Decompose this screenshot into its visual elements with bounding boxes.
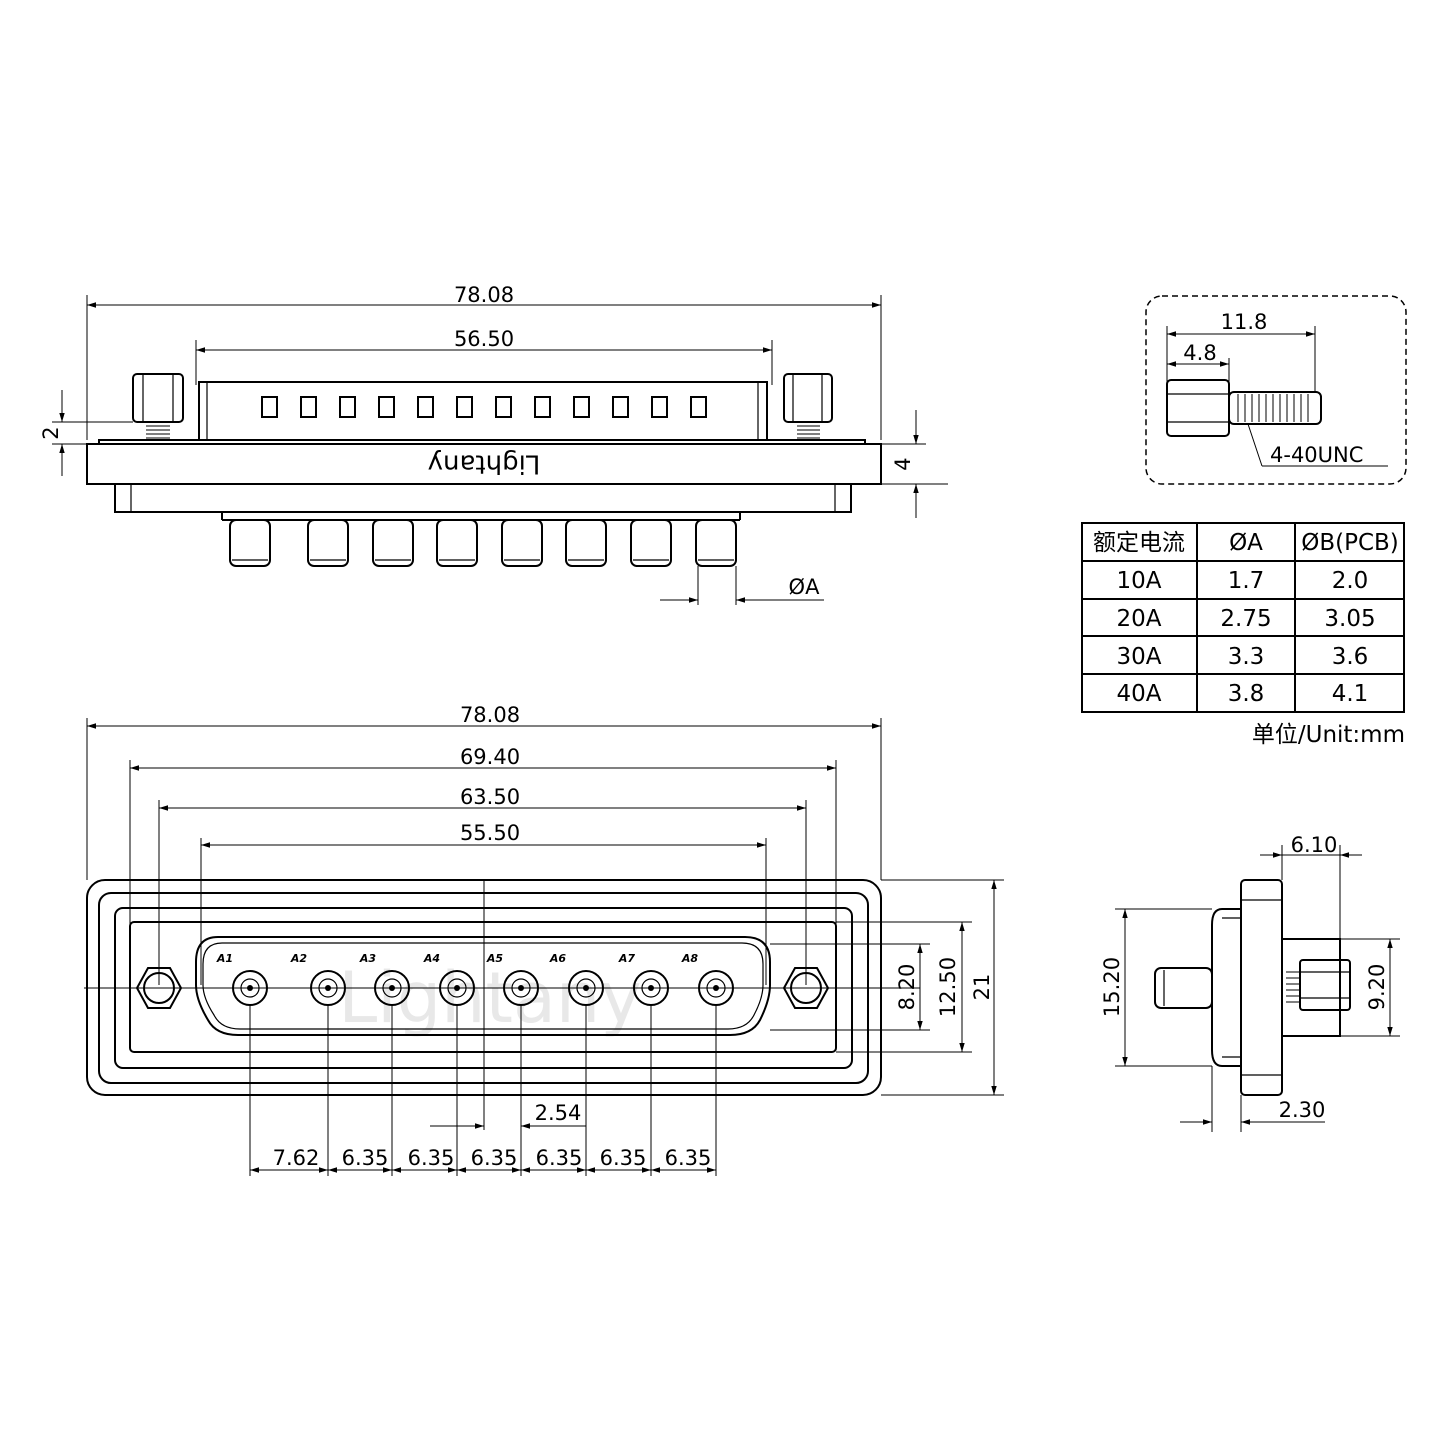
- front-watermark: Lightany: [338, 957, 641, 1039]
- dim-side-depth-bottom: 2.30: [1279, 1098, 1326, 1122]
- dim-top-gap: 2: [39, 426, 63, 439]
- dim-pitch: 7.62: [273, 1146, 320, 1170]
- table-header-pin-dia: ØA: [1229, 530, 1263, 556]
- dim-pitch: 6.35: [408, 1146, 455, 1170]
- screw-thread-spec: 4-40UNC: [1270, 443, 1363, 467]
- front-pin-labels: A1 A2 A3 A4 A5 A6 A7 A8: [216, 952, 699, 965]
- right-hex-post: [783, 373, 833, 439]
- dim-pitch: 6.35: [665, 1146, 712, 1170]
- top-contact-windows: [261, 396, 707, 418]
- dim-pitch: 6.35: [471, 1146, 518, 1170]
- pin-label: A1: [216, 952, 233, 965]
- side-thread: [1286, 971, 1300, 1003]
- pin-label: A3: [359, 952, 377, 965]
- dim-front-inner-height: 8.20: [895, 964, 919, 1011]
- front-view: 78.08 69.40 63.50 55.50 Lightany: [84, 703, 1004, 1176]
- table-cell: 3.8: [1228, 681, 1265, 707]
- dim-front-overall: 78.08: [460, 703, 520, 727]
- side-view: 6.10 15.20 9.20 2.30: [1100, 833, 1400, 1132]
- dim-front-shell: 55.50: [460, 821, 520, 845]
- table-cell: 4.1: [1332, 681, 1369, 707]
- table-cell: 2.0: [1332, 568, 1369, 594]
- pin-label: A5: [486, 952, 504, 965]
- dim-screw-hex: 4.8: [1183, 341, 1216, 365]
- top-pin-terminals: [229, 519, 737, 567]
- dim-pitch: 6.35: [600, 1146, 647, 1170]
- table-cell: 3.6: [1332, 644, 1369, 670]
- dim-top-overall: 78.08: [454, 283, 514, 307]
- pin-label: A4: [423, 952, 440, 965]
- screw-detail: 11.8 4.8 4-40UNC: [1145, 295, 1407, 485]
- dim-front-hole-center: 63.50: [460, 785, 520, 809]
- table-cell: 2.75: [1220, 606, 1271, 632]
- dim-screw-length: 11.8: [1221, 310, 1268, 334]
- dim-front-overall-height: 21: [970, 974, 994, 1001]
- dim-side-depth-top: 6.10: [1291, 833, 1338, 857]
- dim-front-offset: 2.54: [535, 1101, 582, 1125]
- dim-front-hole-outer: 69.40: [460, 745, 520, 769]
- table-cell: 40A: [1116, 681, 1161, 707]
- pin-label: A7: [618, 952, 636, 965]
- pin-label: A8: [681, 952, 699, 965]
- dim-top-flange: 4: [891, 457, 915, 470]
- left-hex-post: [132, 373, 184, 439]
- pin-label: A2: [290, 952, 308, 965]
- dim-top-body: 56.50: [454, 327, 514, 351]
- pin-label: A6: [549, 952, 567, 965]
- table-cell: 20A: [1116, 606, 1161, 632]
- table-cell: 10A: [1116, 568, 1161, 594]
- table-cell: 1.7: [1228, 568, 1265, 594]
- dim-side-hex-height: 9.20: [1365, 964, 1389, 1011]
- table-cell: 3.05: [1324, 606, 1375, 632]
- table-cell: 3.3: [1228, 644, 1265, 670]
- table-header-pcb-dia: ØB(PCB): [1301, 530, 1399, 556]
- dim-pitch: 6.35: [342, 1146, 389, 1170]
- dim-side-height: 15.20: [1100, 957, 1124, 1017]
- table-header-current: 额定电流: [1093, 530, 1185, 556]
- table-cell: 30A: [1116, 644, 1161, 670]
- spec-table: 额定电流 ØA ØB(PCB) 10A 1.7 2.0 20A 2.75 3.0…: [1081, 522, 1405, 748]
- top-view: 78.08 56.50: [39, 283, 948, 605]
- unit-note: 单位/Unit:mm: [1252, 722, 1405, 748]
- screw-thread-lines: [1237, 394, 1309, 422]
- top-brand-mark: Lightany: [428, 449, 541, 479]
- dim-top-pin-dia: ØA: [789, 575, 821, 599]
- dim-pitch: 6.35: [536, 1146, 583, 1170]
- dim-front-shell-height: 12.50: [936, 957, 960, 1017]
